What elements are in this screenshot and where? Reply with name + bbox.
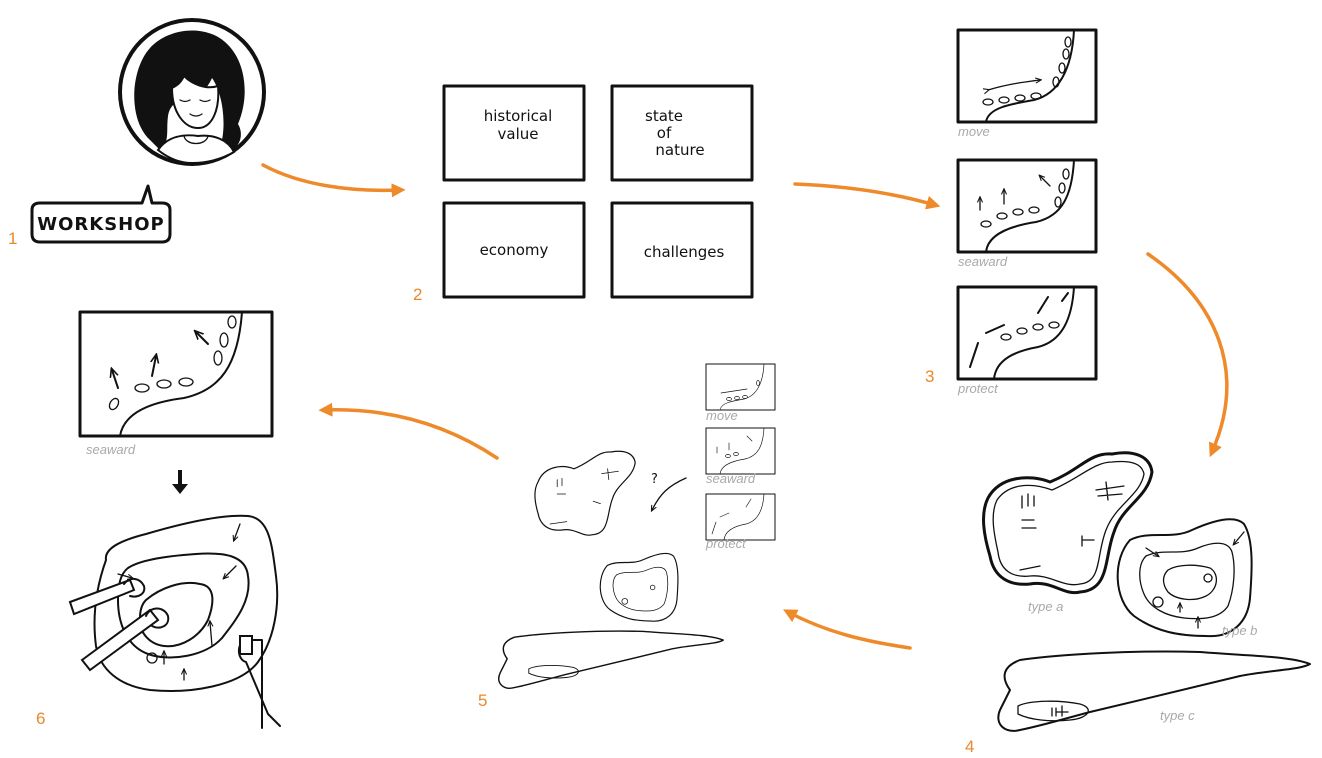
step-number-4: 4 — [965, 737, 974, 756]
step-number-1: 1 — [8, 229, 17, 248]
mini-caption-move: move — [706, 408, 738, 423]
card-historical-line-1: historical — [484, 107, 553, 125]
arrow-4-to-5 — [783, 609, 912, 650]
step-1-participant — [118, 18, 266, 166]
island-type-b — [1116, 518, 1253, 638]
step-2-topic-cards: historical value state of nature economy… — [442, 84, 754, 299]
step-number-6: 6 — [36, 709, 45, 728]
workshop-speech-bubble: WORKSHOP — [30, 184, 172, 244]
mini-caption-seaward: seaward — [706, 471, 756, 486]
arrow-5-to-6 — [318, 402, 499, 460]
island-type-a — [982, 451, 1154, 595]
step-4-island-types: type a type b type c — [982, 451, 1311, 732]
workshop-label: WORKSHOP — [37, 214, 165, 235]
caption-protect: protect — [957, 381, 999, 396]
step-number-3: 3 — [925, 367, 934, 386]
arrow-3-to-4 — [1146, 252, 1229, 458]
caption-seaward-large: seaward — [86, 442, 136, 457]
card-nature-line-2: of — [657, 124, 672, 142]
caption-type-c: type c — [1160, 708, 1195, 723]
caption-move: move — [958, 124, 990, 139]
card-nature-line-1: state — [645, 107, 683, 125]
step-3-scenarios: move seaward protect — [956, 28, 1098, 396]
card-economy: economy — [480, 241, 549, 259]
mini-island-a — [534, 450, 636, 536]
card-historical-line-2: value — [498, 125, 539, 143]
step-6-seaward-focus: seaward — [68, 310, 281, 729]
mini-panel-move — [705, 363, 776, 411]
step-number-2: 2 — [413, 285, 422, 304]
mini-caption-protect: protect — [705, 536, 747, 551]
mini-island-b — [599, 552, 679, 622]
island-type-c — [997, 650, 1311, 732]
scenario-protect-panel — [956, 285, 1098, 381]
card-nature-line-3: nature — [655, 141, 704, 159]
arrow-2-to-3 — [793, 182, 941, 210]
scenario-move-panel — [956, 28, 1098, 124]
seaward-panel-large — [78, 310, 274, 438]
question-mark: ? — [651, 472, 658, 487]
caption-type-a: type a — [1028, 599, 1063, 614]
caption-type-b: type b — [1222, 623, 1257, 638]
step-5-combination: move seaward protect ? — [498, 363, 776, 689]
mini-panel-protect — [705, 493, 776, 541]
caption-seaward: seaward — [958, 254, 1008, 269]
down-arrow-head-icon — [172, 484, 188, 494]
scenario-seaward-panel — [956, 158, 1098, 254]
mini-island-c — [498, 630, 724, 689]
step-number-5: 5 — [478, 691, 487, 710]
mini-panel-seaward — [705, 427, 776, 475]
card-challenges: challenges — [644, 243, 725, 261]
workshop-island-sketch — [68, 514, 281, 729]
arrow-1-to-2 — [261, 163, 406, 198]
